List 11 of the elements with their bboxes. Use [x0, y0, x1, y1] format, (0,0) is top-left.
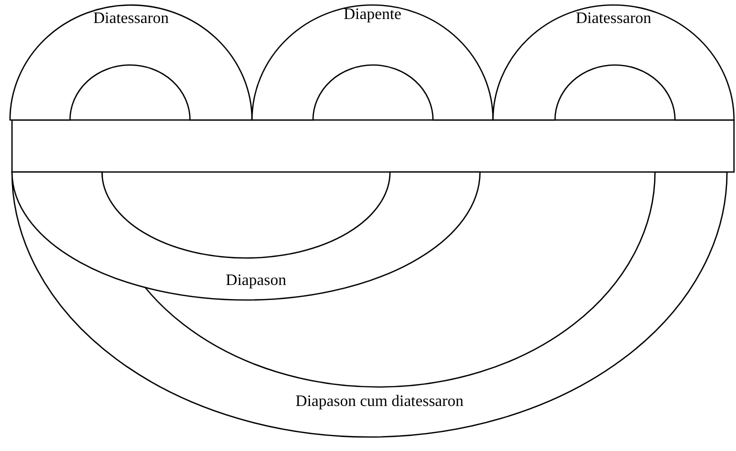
interval-label: Diatessaron: [93, 10, 169, 28]
arch-band: [493, 5, 734, 120]
interval-label: Diapente: [344, 6, 402, 24]
arch-band: [12, 172, 480, 300]
arch-band: [12, 172, 727, 437]
arch-band: [10, 5, 252, 120]
horizontal-bar: [12, 120, 734, 172]
arch-band: [252, 5, 493, 120]
interval-label: Diapason: [226, 272, 286, 290]
interval-label: Diatessaron: [576, 10, 652, 28]
interval-label: Diapason cum diatessaron: [296, 393, 464, 411]
